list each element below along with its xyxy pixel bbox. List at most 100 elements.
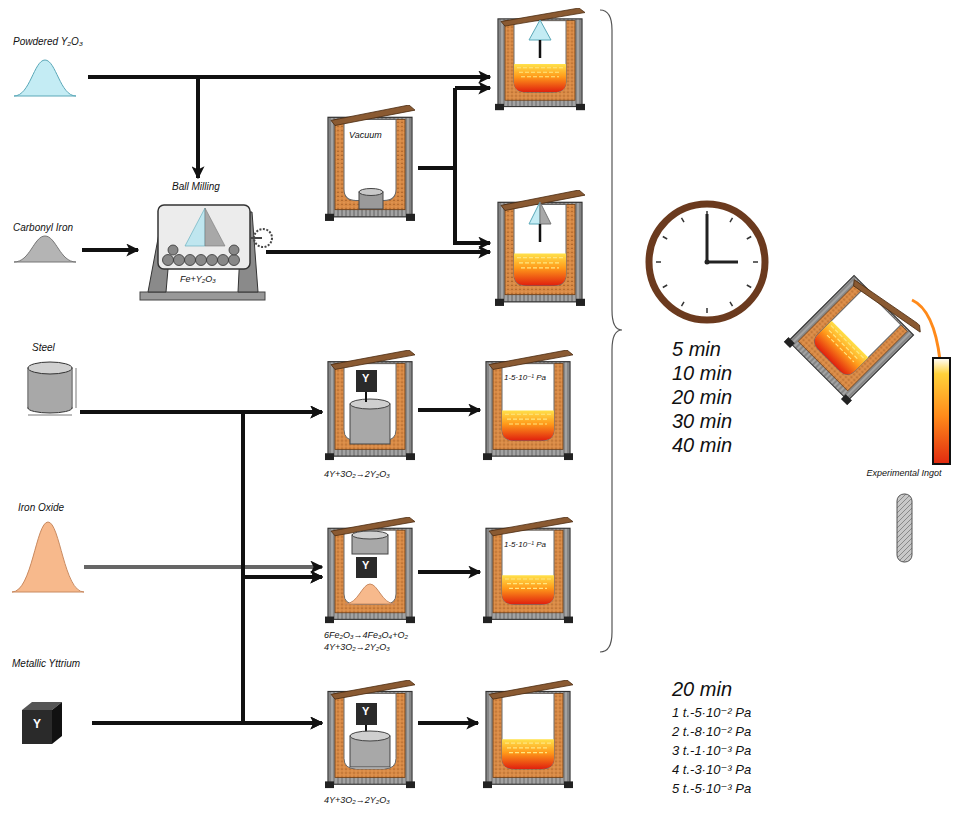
steel-cylinder [28,415,72,416]
powder-pile [12,60,84,592]
material-icon: Carbonyl Iron [10,220,82,266]
furnace [359,189,383,196]
steel-cylinder [28,362,76,415]
brace [600,10,622,652]
process-label: Ball Milling [172,181,220,193]
clock [730,218,733,222]
ball-mill [207,255,218,266]
furnace [352,531,388,539]
flow-arrow [198,75,490,79]
steel-cylinder [76,368,77,408]
ingot [897,494,912,562]
furnace [325,105,415,221]
furnace [483,350,573,460]
ball-mill [158,205,250,269]
furnace [325,680,415,788]
clock [706,308,708,313]
ball-mill [218,255,229,266]
time-label: 10 min [672,362,732,384]
furnace [356,703,377,725]
clock [682,218,685,222]
furnace [350,399,390,409]
ball-mill [185,208,205,246]
furnace [356,370,377,392]
yttrium-cube [22,702,62,744]
element-symbol: Y [362,559,369,572]
mixture-label: Fe+Y₂O₃ [180,274,216,284]
clock [747,285,751,288]
furnace [529,202,540,224]
vacuum-furnace: Vacuum [322,100,418,228]
flow-arrow [92,577,322,723]
furnace [325,517,415,623]
furnace [539,224,542,242]
furnace [325,350,415,460]
element-symbol: Y [33,718,41,732]
ball-mill [163,255,174,266]
furnace [345,584,395,604]
furnace [483,680,573,788]
powder-pile [14,236,76,262]
material-icon: Metallic YttriumY [10,656,92,748]
element-symbol: Y [362,705,369,718]
reaction-equation: 4Y+3O₂→2Y₂O₃ [324,469,390,479]
material-label: Metallic Yttrium [12,658,80,670]
material-label: Carbonyl Iron [13,222,73,234]
flow-arrow [80,412,322,577]
material-icon: Steel [18,340,80,416]
pressure-label: 1-5·10⁻¹ Pa [504,373,546,382]
furnace [529,20,551,40]
furnace [325,8,585,788]
ball-mill [229,245,239,255]
furnace [356,557,377,578]
clock [649,204,765,320]
flow-arrow [418,408,480,412]
furnace: Y6Fe₂O₃→4Fe₃O₄+O₂4Y+3O₂→2Y₂O₃ [322,512,418,658]
ball-mill [174,255,185,266]
flow-arrow [92,721,322,725]
furnace: 1-5·10⁻¹ Pa [480,512,578,628]
clock [682,302,685,306]
ingot-label: Experimental Ingot [866,468,942,478]
pouring-furnace [784,265,924,405]
ball-mill [163,245,240,266]
flow-arrow [455,86,490,90]
flow-arrow [418,721,478,725]
flow-arrow [88,77,198,178]
furnace [483,517,573,623]
flow-arrow [418,166,455,170]
material-label: Steel [32,342,55,354]
ball-mill [185,255,196,266]
furnace-label: Vacuum [349,130,382,140]
pressure-label: 4 t.-3·10⁻³ Pa [672,763,751,777]
time-label: 20 min [672,678,732,700]
material-label: Powdered Y₂O₃ [13,36,83,48]
material-icon: Powdered Y₂O₃ [10,34,88,100]
furnace [350,404,390,444]
time-label: 20 min [672,386,732,408]
ingot-box: Experimental Ingot [866,466,944,564]
ball-mill-box: Ball MillingFe+Y₂O₃ [138,178,266,300]
yttrium-cube [22,710,52,744]
furnace [350,731,390,741]
clock [656,261,661,263]
reaction-equation: 6Fe₂O₃→4Fe₃O₄+O₂ [324,630,408,640]
ball-mill [168,245,178,255]
clock [753,261,758,263]
clock [656,211,758,313]
furnace [514,254,566,286]
furnace: Y4Y+3O₂→2Y₂O₃ [322,675,418,811]
clock [707,261,738,264]
steel-cylinder [28,362,72,374]
element-symbol: Y [362,372,369,385]
flow-arrow [418,570,480,574]
ball-mill [140,292,265,300]
clock [663,237,667,240]
ball-mill [205,208,225,246]
ball-mill [229,255,240,266]
pressure-label: 1 t.-5·10⁻² Pa [672,706,751,720]
